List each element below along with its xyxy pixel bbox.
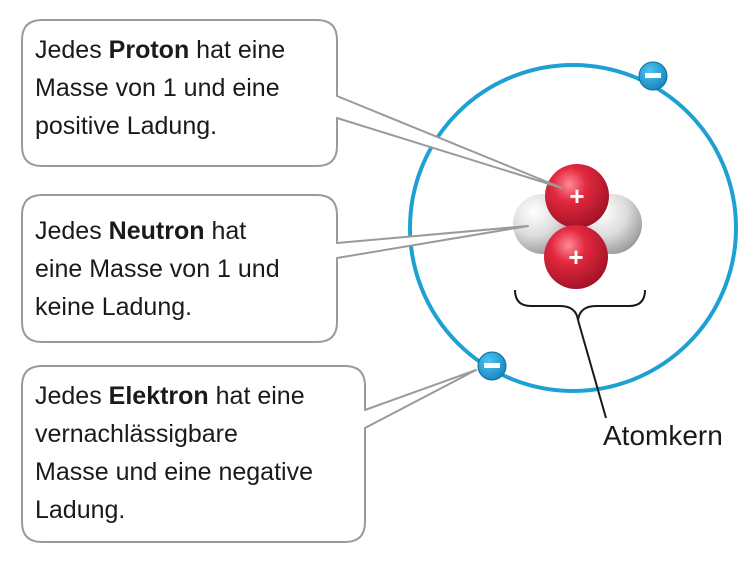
proton-bottom <box>544 225 608 289</box>
proton-callout-line1: Jedes Proton hat eine <box>35 36 286 64</box>
neutron-callout-line1: Jedes Neutron hat <box>35 217 247 245</box>
neutron-callout-box <box>21 194 529 343</box>
atom-nucleus: + + <box>513 164 642 289</box>
electron-callout-text: Jedes Elektron hat eine vernachlässigbar… <box>35 377 313 529</box>
electron-top <box>638 61 668 91</box>
electron-callout-box <box>21 365 477 543</box>
proton-callout-box <box>21 19 563 189</box>
electron-callout-line1: Jedes Elektron hat eine <box>35 382 305 410</box>
electron-callout-line3: Masse und eine negative <box>35 458 313 486</box>
proton-callout-line2: Masse von 1 und eine <box>35 74 280 102</box>
proton-callout-line3: positive Ladung. <box>35 112 218 140</box>
neutron-callout-line2: eine Masse von 1 und <box>35 255 280 283</box>
nucleus-pointer-line <box>577 319 607 419</box>
proton-bottom-sign: + <box>568 242 583 272</box>
nucleus-label: Atomkern <box>603 420 723 451</box>
electron-bottom <box>477 351 507 381</box>
neutron-callout-text: Jedes Neutron hat eine Masse von 1 und k… <box>35 212 280 326</box>
electron-callout-line4: Ladung. <box>35 496 126 524</box>
electron-callout-line2: vernachlässigbare <box>35 420 238 448</box>
neutron-callout-line3: keine Ladung. <box>35 293 193 321</box>
proton-callout-text: Jedes Proton hat eine Masse von 1 und ei… <box>35 31 285 145</box>
electron-orbit <box>408 63 738 393</box>
nucleus-bracket <box>514 289 646 321</box>
proton-top-sign: + <box>569 181 584 211</box>
proton-top <box>545 164 609 228</box>
